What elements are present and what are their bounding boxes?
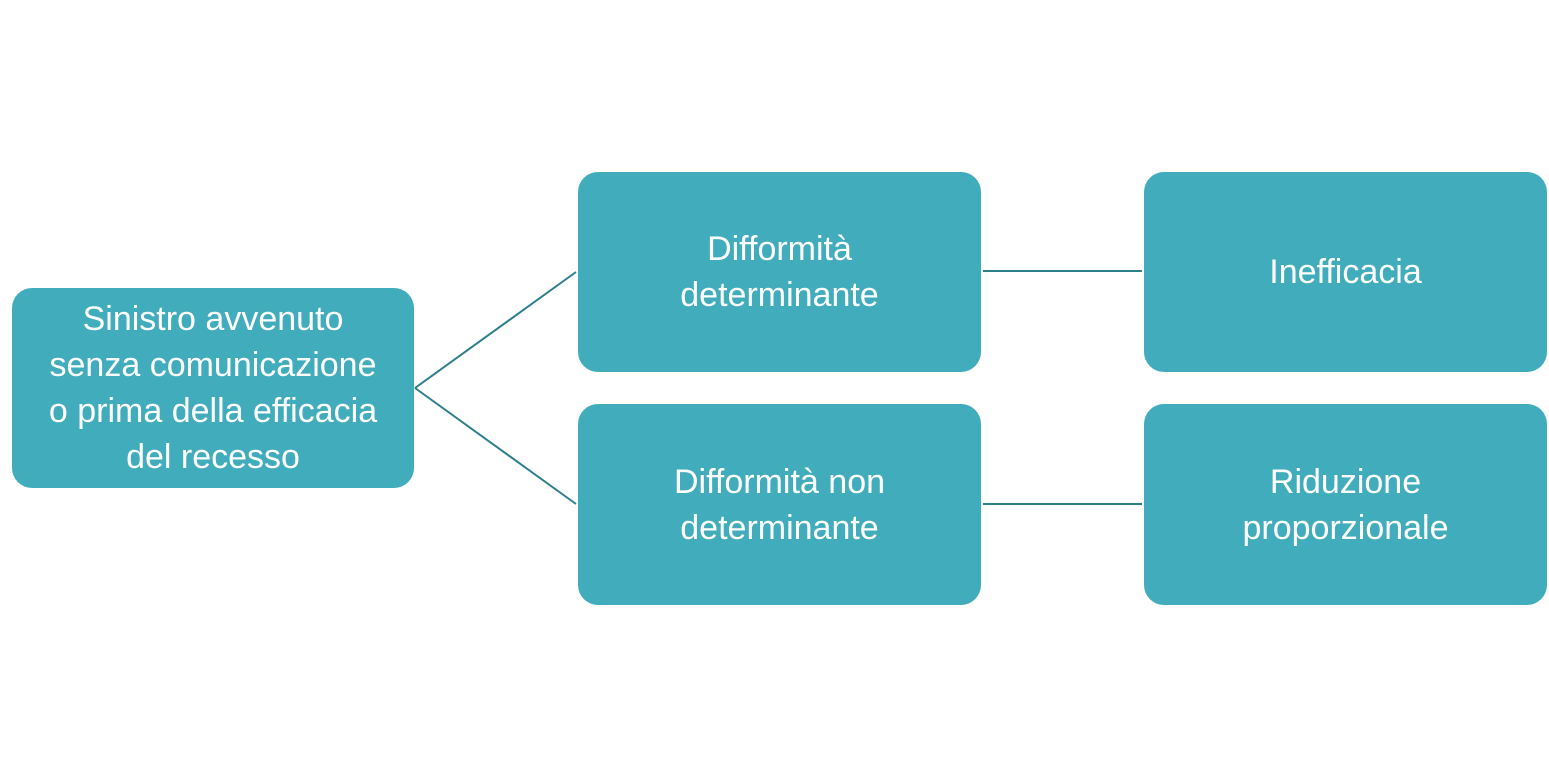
root-node: Sinistro avvenuto senza comunicazione o … [12, 288, 414, 488]
outcome-node-inefficacia: Inefficacia [1144, 172, 1547, 372]
connector-root-to-diff1 [414, 271, 577, 389]
branch-node-label: Difformità non determinante [673, 462, 886, 547]
root-node-label: Sinistro avvenuto senza comunicazione o … [48, 300, 378, 476]
branch-node-label: Difformità determinante [680, 230, 879, 314]
branch-node-non-determinante: Difformità non determinante [578, 404, 981, 605]
branch-node-determinante: Difformità determinante [578, 172, 981, 372]
outcome-node-riduzione: Riduzione proporzionale [1144, 404, 1547, 605]
connector-root-to-diff2 [414, 387, 577, 505]
outcome-node-label: Riduzione proporzionale [1242, 462, 1449, 547]
outcome-node-label: Inefficacia [1269, 253, 1422, 291]
